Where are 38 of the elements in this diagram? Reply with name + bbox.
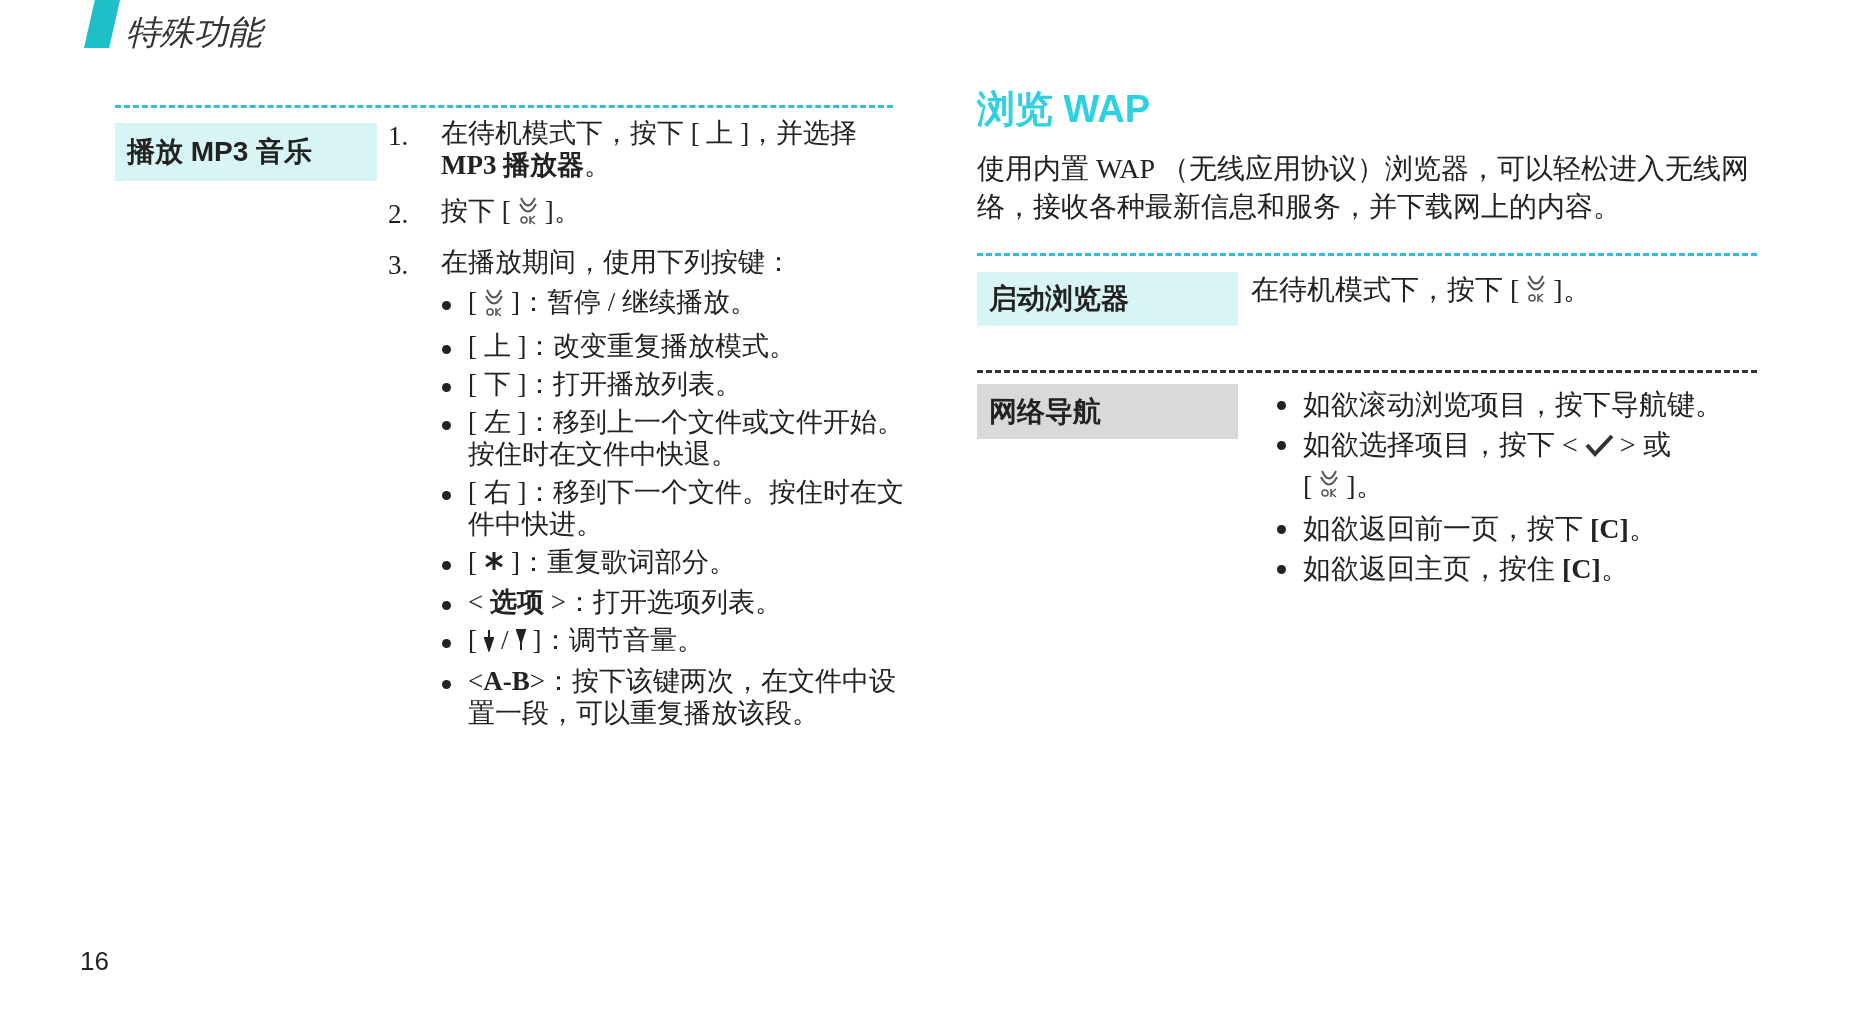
instruction-text: [ bbox=[468, 546, 477, 577]
instruction-text: 在播放期间，使用下列按键： bbox=[441, 247, 792, 278]
instruction-text: [ 右 ]：移到下一个文件。按住时在文件中快进。 bbox=[468, 476, 905, 539]
step-number: 3. bbox=[388, 249, 409, 283]
instruction-text: [ 下 ]：打开播放列表。 bbox=[468, 368, 743, 399]
instruction-text: [ bbox=[468, 287, 477, 318]
section-label: 启动浏览器 bbox=[989, 282, 1129, 316]
instruction-text: [ bbox=[1303, 469, 1313, 501]
instruction-text: ]：重复歌词部分。 bbox=[511, 546, 736, 577]
section-label-box bbox=[977, 384, 1238, 439]
instruction-text: 按下 [ bbox=[441, 196, 511, 226]
instruction-text: <A-B>：按下该键两次，在文件中设置一段，可以重复播放该段。 bbox=[468, 666, 896, 729]
instruction-text: [ bbox=[468, 625, 477, 656]
section-heading: 浏览 WAP bbox=[977, 87, 1151, 132]
instruction-text: [ 上 ]：改变重复播放模式。 bbox=[468, 330, 797, 361]
step-number: 1. bbox=[388, 120, 409, 153]
section-label: 网络导航 bbox=[989, 394, 1101, 429]
section-label: 播放 MP3 音乐 bbox=[127, 135, 313, 169]
instruction-text: ]：暂停 / 继续播放。 bbox=[511, 287, 757, 318]
instruction-text: > 或 bbox=[1619, 429, 1671, 460]
page-number: 16 bbox=[80, 946, 109, 977]
step-number: 2. bbox=[388, 198, 409, 231]
section-label-box bbox=[115, 123, 377, 181]
instruction-text: < 选项 >：打开选项列表。 bbox=[468, 587, 782, 618]
instruction-text: 如欲返回前一页，按下 [C]。 bbox=[1303, 513, 1657, 545]
instruction-text: / bbox=[501, 625, 509, 656]
instruction-text: ]。 bbox=[1346, 469, 1384, 501]
instruction-text: [ 左 ]：移到上一个文件或文件开始。按住时在文件中快退。 bbox=[468, 406, 905, 469]
instruction-text: ]。 bbox=[544, 196, 581, 226]
section-label-box bbox=[977, 272, 1238, 326]
instruction-text: 如欲返回主页，按住 [C]。 bbox=[1303, 553, 1629, 585]
instruction-text: 如欲选择项目，按下 < bbox=[1303, 429, 1578, 460]
instruction-text: 在待机模式下，按下 [ bbox=[1251, 274, 1520, 305]
instruction-text: 在待机模式下，按下 [ 上 ]，并选择 MP3 播放器。 bbox=[441, 118, 858, 180]
instruction-text: 如欲滚动浏览项目，按下导航键。 bbox=[1303, 389, 1723, 420]
instruction-text: ]：调节音量。 bbox=[532, 625, 704, 656]
intro-paragraph: 使用内置 WAP （无线应用协议）浏览器，可以轻松进入无线网络，接收各种最新信息和服务，并下载网上的内容。 bbox=[977, 152, 1751, 224]
instruction-text: ]。 bbox=[1553, 274, 1591, 305]
